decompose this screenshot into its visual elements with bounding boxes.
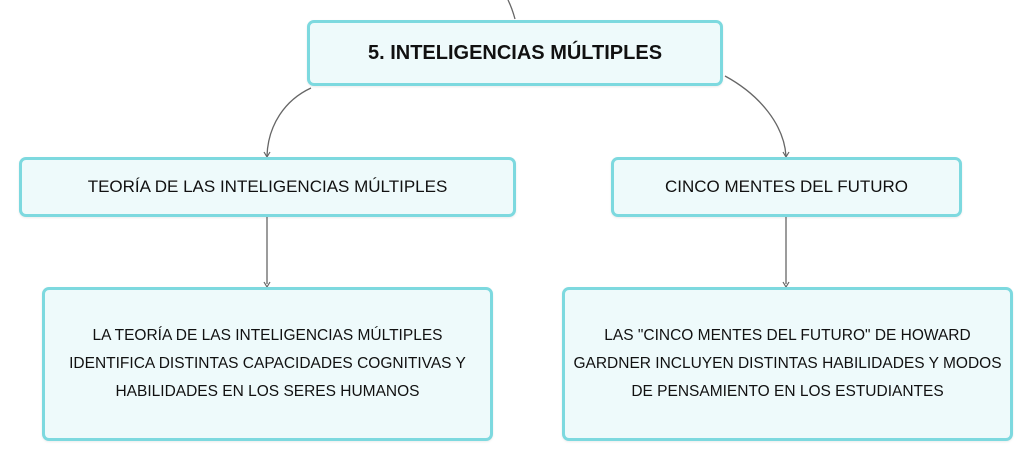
- root-topic-node[interactable]: 5. INTELIGENCIAS MÚLTIPLES: [307, 20, 723, 86]
- subtopic-teoria-label: TEORÍA DE LAS INTELIGENCIAS MÚLTIPLES: [87, 177, 448, 196]
- subtopic-teoria-node[interactable]: TEORÍA DE LAS INTELIGENCIAS MÚLTIPLES: [19, 157, 516, 217]
- root-topic-label: 5. INTELIGENCIAS MÚLTIPLES: [367, 41, 663, 64]
- detail-cinco-mentes-node[interactable]: LAS "CINCO MENTES DEL FUTURO" DE HOWARD …: [562, 287, 1013, 441]
- subtopic-cinco-mentes-label: CINCO MENTES DEL FUTURO: [664, 177, 909, 196]
- subtopic-cinco-mentes-node[interactable]: CINCO MENTES DEL FUTURO: [611, 157, 962, 217]
- detail-teoria-text: LA TEORÍA DE LAS INTELIGENCIAS MÚLTIPLES…: [69, 327, 466, 400]
- connector-incoming-root: [507, 0, 516, 20]
- connector-root-to-cinco: [724, 75, 787, 157]
- detail-cinco-mentes-text: LAS "CINCO MENTES DEL FUTURO" DE HOWARD …: [573, 327, 1002, 400]
- detail-teoria-node[interactable]: LA TEORÍA DE LAS INTELIGENCIAS MÚLTIPLES…: [42, 287, 493, 441]
- connector-root-to-teoria: [266, 87, 312, 157]
